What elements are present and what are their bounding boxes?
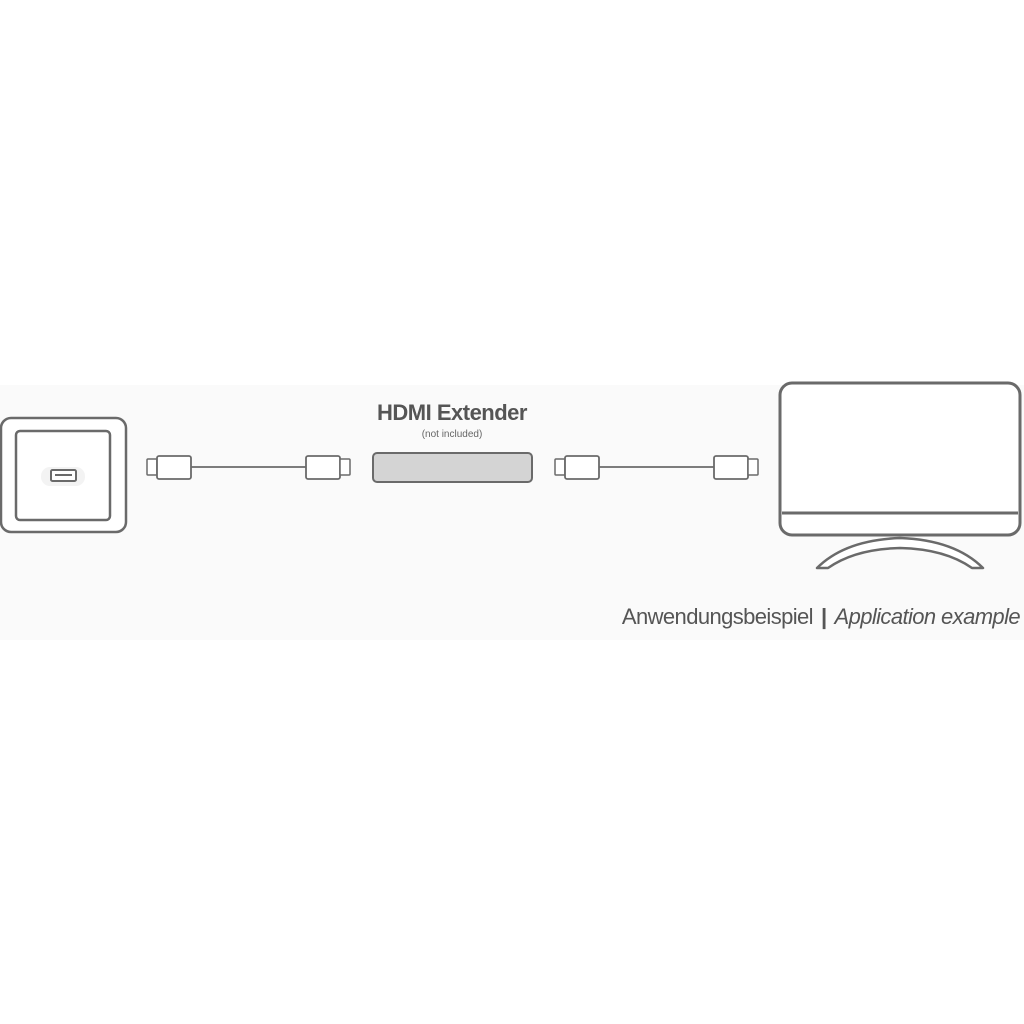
device-label: HDMI Extender — [377, 400, 527, 425]
device-note: (not included) — [421, 429, 483, 440]
caption: Anwendungsbeispiel| Application example — [621, 604, 1021, 630]
hdmi-cable-icon — [146, 455, 351, 480]
hdmi-cable-icon — [554, 455, 759, 480]
caption-german: Anwendungsbeispiel — [621, 604, 814, 629]
hdmi-port-icon — [41, 467, 85, 486]
caption-english: Application example — [834, 604, 1021, 629]
tv-icon — [778, 381, 1022, 570]
hdmi-extender-device — [372, 452, 533, 483]
caption-separator: | — [820, 604, 827, 629]
